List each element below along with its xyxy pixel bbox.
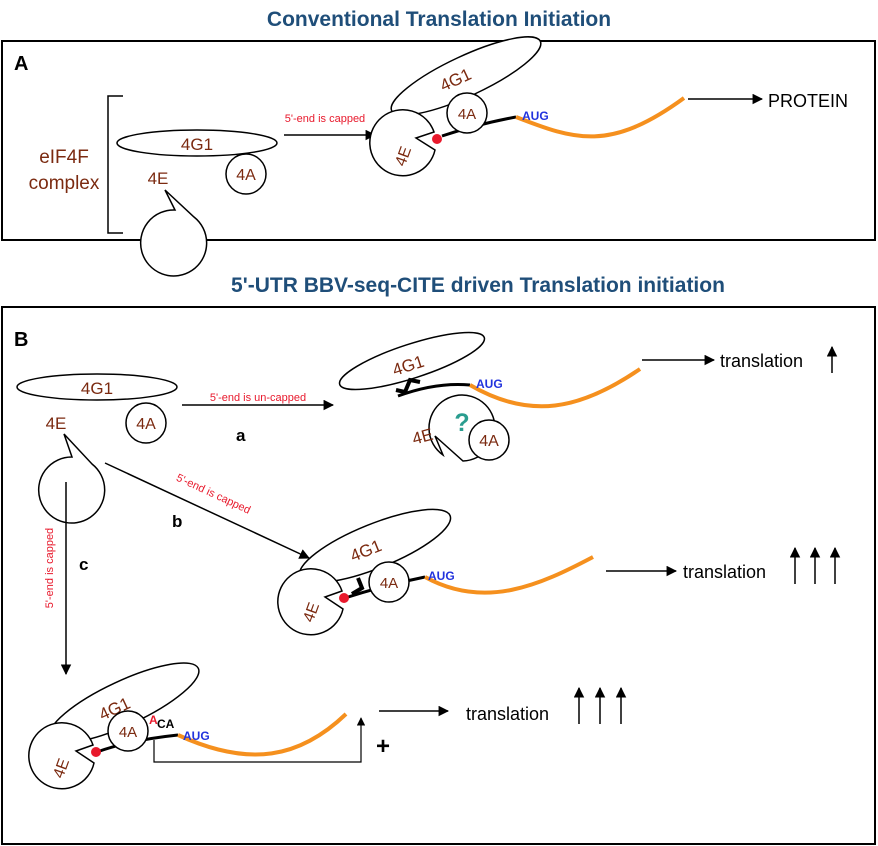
protein-4e-label: 4E — [300, 600, 323, 624]
protein-4e — [369, 109, 436, 177]
plus-sign: + — [376, 733, 390, 760]
protein-4a-label: 4A — [119, 724, 137, 741]
output-translation-a: translation — [720, 351, 803, 371]
question-mark: ? — [454, 409, 469, 437]
codon-ca: CA — [157, 717, 175, 731]
panel-a-frame — [1, 40, 876, 241]
title-conventional: Conventional Translation Initiation — [267, 8, 611, 31]
protein-4a — [225, 153, 267, 195]
arrow-path-b — [104, 462, 310, 559]
arrow-label-capped-a: 5'-end is capped — [285, 113, 365, 125]
protein-4a-label: 4A — [479, 433, 499, 450]
aug-codon: AUG — [183, 729, 210, 743]
codon-a: A — [149, 713, 158, 727]
protein-4e-label: 4E — [410, 425, 435, 449]
protein-4e-label: 4E — [392, 144, 415, 168]
protein-4a — [468, 419, 510, 461]
path-letter-b: b — [172, 512, 182, 531]
capped-complex-b: 4G1 4E 4A AUG — [277, 508, 594, 636]
arrow-label-capped-b: 5'-end is capped — [174, 472, 252, 517]
assembled-complex-a: 4G1 4E 4A AUG — [369, 36, 686, 177]
capped-complex-c: 4G1 4E 4A A CA AUG + — [28, 662, 390, 790]
mrna-orf — [424, 555, 594, 595]
protein-4e-label: 4E — [46, 414, 67, 433]
protein-4a — [125, 402, 167, 444]
cap-dot — [339, 593, 349, 603]
output-translation-b: translation — [683, 562, 766, 582]
feedback-bracket — [153, 717, 366, 763]
path-letter-c: c — [79, 555, 88, 574]
mrna-orf — [468, 367, 642, 409]
arrow-label-uncapped: 5'-end is un-capped — [210, 392, 306, 404]
protein-4g1 — [16, 373, 178, 401]
protein-4a-label: 4A — [136, 416, 156, 433]
arrow-label-capped-c: 5'-end is capped — [44, 528, 56, 608]
aug-codon: AUG — [476, 377, 503, 391]
output-protein: PROTEIN — [768, 91, 848, 111]
complex-label-line2: complex — [29, 173, 100, 194]
protein-4g1 — [116, 129, 278, 157]
cap-dot — [91, 747, 101, 757]
free-complex-b: 4G1 4E 4A — [16, 373, 178, 524]
protein-4e — [37, 433, 106, 524]
protein-4a — [368, 561, 410, 603]
output-translation-c: translation — [466, 704, 549, 724]
protein-4e — [28, 722, 95, 790]
binding-site — [395, 377, 421, 395]
protein-4e — [277, 568, 344, 636]
complex-label-line1: eIF4F — [39, 147, 89, 168]
protein-4e — [139, 189, 208, 277]
protein-4e-label: 4E — [50, 756, 73, 780]
protein-4g1 — [338, 331, 486, 391]
free-complex-a: 4G1 4E 4A — [116, 129, 278, 277]
complex-bracket — [107, 95, 123, 234]
path-letter-a: a — [236, 426, 246, 445]
title-bbv-cite: 5'-UTR BBV-seq-CITE driven Translation i… — [231, 274, 725, 297]
aug-codon: AUG — [522, 109, 549, 123]
protein-4a-label: 4A — [380, 575, 398, 592]
cap-dot — [432, 134, 442, 144]
aug-codon: AUG — [428, 569, 455, 583]
mrna-orf — [177, 712, 348, 757]
protein-4a-label: 4A — [458, 106, 476, 123]
protein-4a — [107, 710, 149, 752]
protein-4e-label: 4E — [148, 169, 169, 188]
mrna-orf — [515, 96, 686, 139]
panel-b-frame — [1, 306, 876, 845]
binding-site — [350, 577, 365, 596]
protein-4g1-label: 4G1 — [81, 379, 113, 398]
panel-a-label: A — [14, 53, 28, 75]
protein-4g1-label: 4G1 — [181, 135, 213, 154]
panel-b-label: B — [14, 329, 28, 351]
protein-4a — [446, 92, 488, 134]
uncapped-complex: 4G1 AUG 4E 4A ? — [338, 331, 642, 462]
protein-4a-label: 4A — [236, 167, 256, 184]
